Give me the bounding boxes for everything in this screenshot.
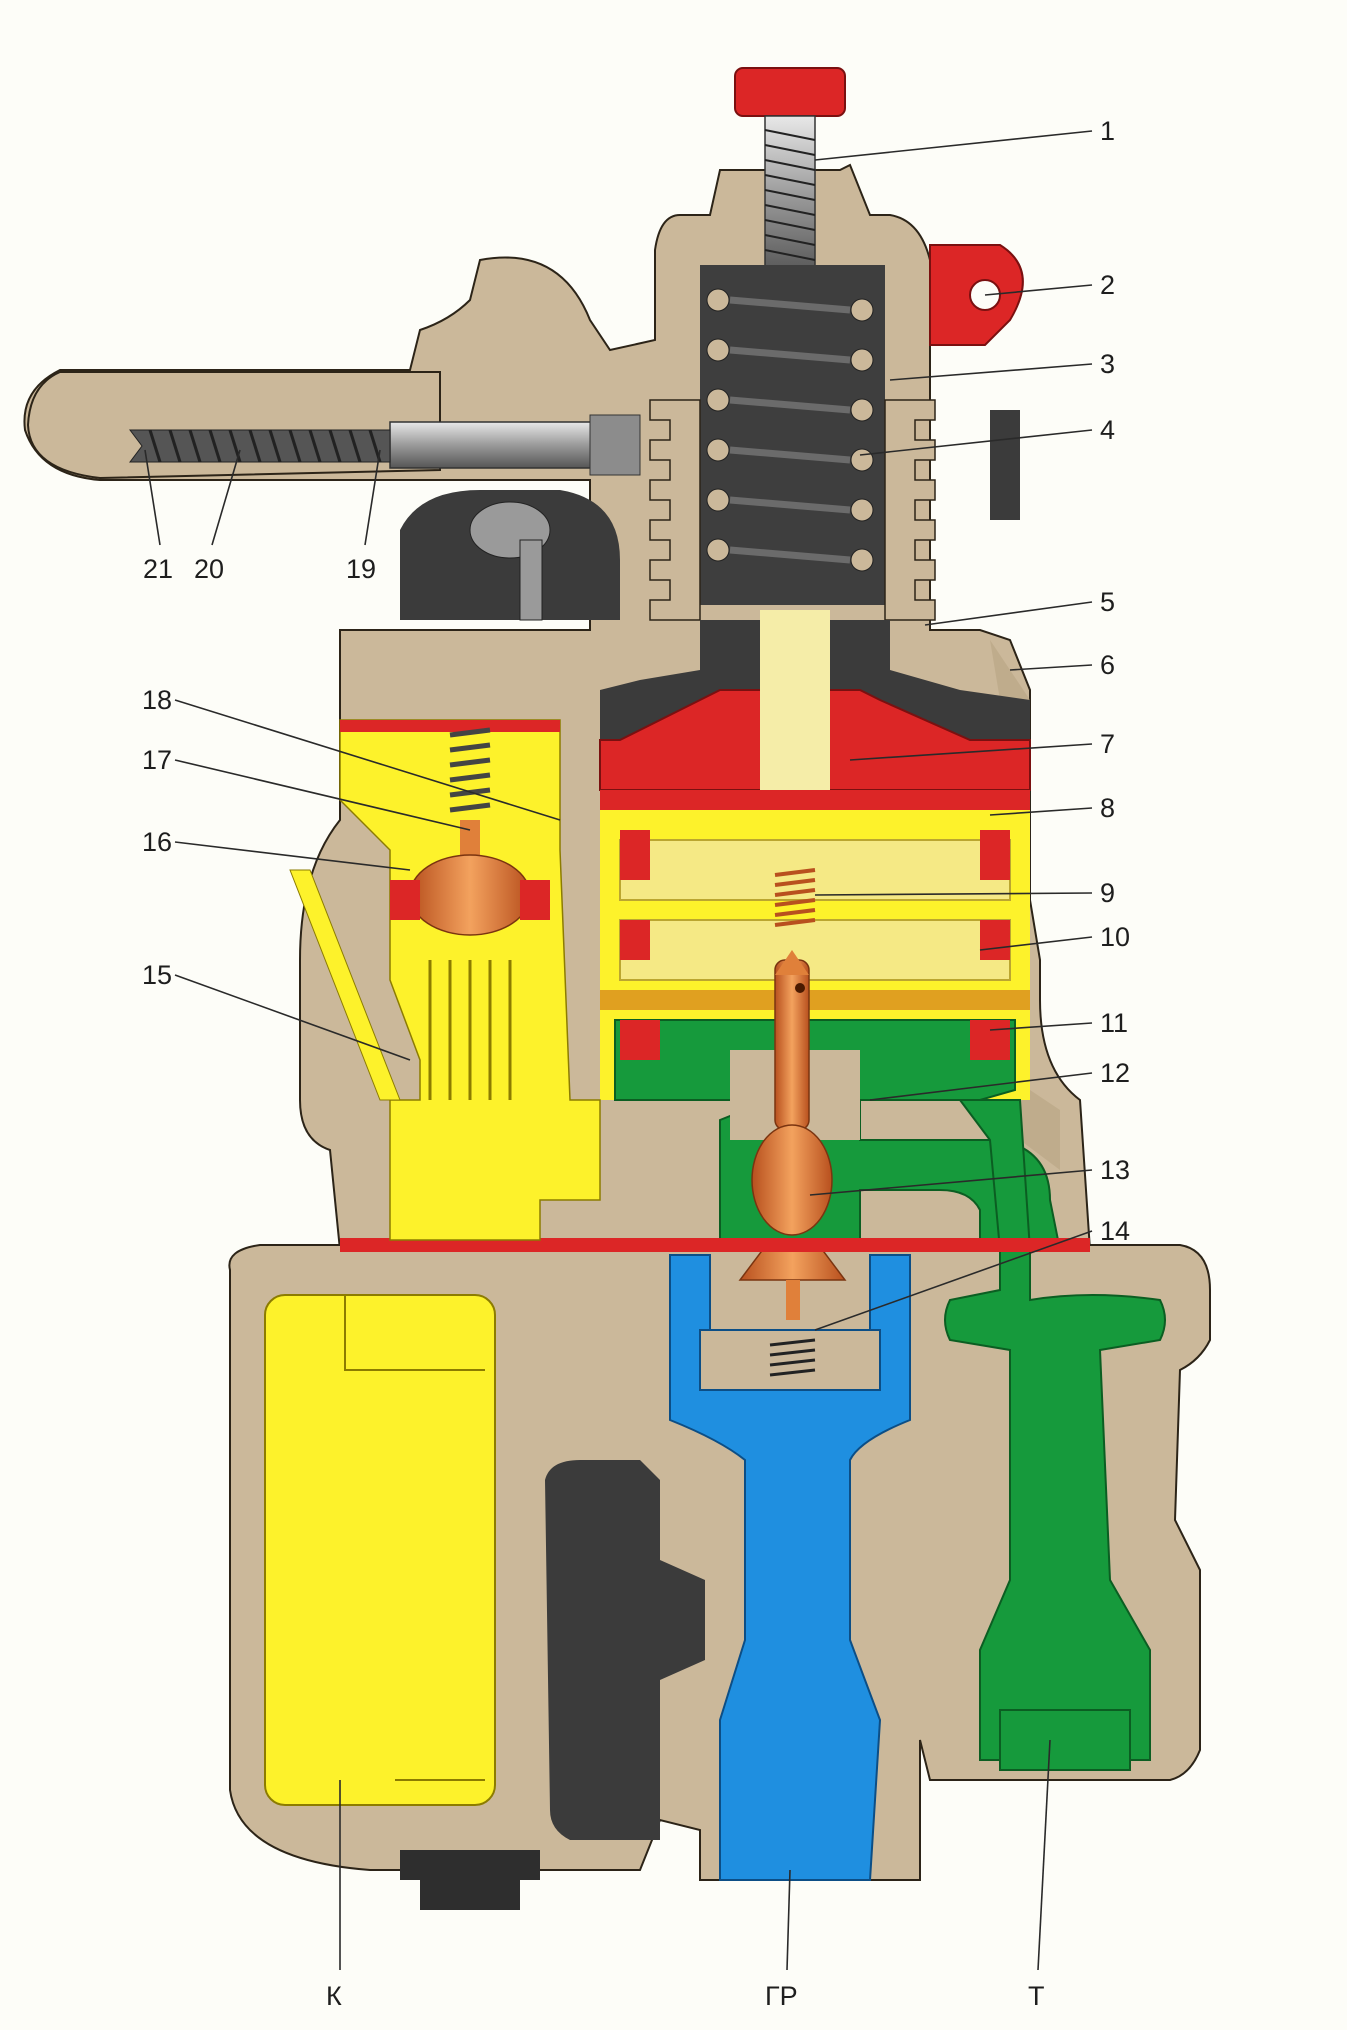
mounting-eye: [929, 244, 1024, 346]
left-valve-section: [289, 719, 601, 1241]
callout-18: 18: [142, 685, 172, 715]
callout-1: 1: [1100, 116, 1115, 146]
middle-gasket: [340, 1238, 1030, 1252]
screw-thread: [764, 129, 816, 261]
screw-cap: [734, 67, 846, 117]
callout-16: 16: [142, 827, 172, 857]
center-spring: [774, 868, 816, 927]
seal-left-mid: [620, 920, 650, 960]
callout-7: 7: [1100, 729, 1115, 759]
callout-9: 9: [1100, 878, 1115, 908]
seal-right-low: [970, 1020, 1010, 1060]
callout-17: 17: [142, 745, 172, 775]
upper-piston: [599, 610, 1031, 800]
port-label-gr: ГР: [765, 1981, 798, 2011]
bellows-left: [649, 399, 701, 621]
callout-15: 15: [142, 960, 172, 990]
callout-21: 21: [143, 554, 173, 584]
port-label-k: К: [326, 1981, 342, 2011]
callout-5: 5: [1100, 587, 1115, 617]
callout-3: 3: [1100, 349, 1115, 379]
seal-left-low: [620, 1020, 660, 1060]
callout-19: 19: [346, 554, 376, 584]
seal-right-upper: [980, 830, 1010, 880]
lever-assembly: [129, 414, 641, 621]
lower-green-channel: [614, 1019, 1062, 1251]
diagonal-duct: [289, 869, 401, 1101]
port-label-t: Т: [1028, 1981, 1045, 2011]
piston-stem: [760, 610, 830, 800]
adjusting-screw: [734, 67, 846, 298]
bellows-right: [884, 399, 936, 621]
callout-10: 10: [1100, 922, 1130, 952]
reservoir-k: [264, 1294, 496, 1806]
callout-11: 11: [1100, 1008, 1128, 1038]
lower-spring: [769, 1338, 816, 1377]
dark-bracket: [400, 1460, 705, 1910]
callout-leaders: [144, 130, 1093, 1971]
side-pipe-t: [944, 1099, 1166, 1771]
callout-4: 4: [1100, 415, 1115, 445]
seal-left-upper: [620, 830, 650, 880]
seal-right-mid: [980, 920, 1010, 960]
callout-12: 12: [1100, 1058, 1130, 1088]
side-bracket: [990, 410, 1020, 520]
lever-rod: [389, 421, 601, 469]
callout-6: 6: [1100, 650, 1115, 680]
callout-2: 2: [1100, 270, 1115, 300]
main-spring: [706, 288, 874, 572]
callout-labels: 1 2 3 4 5 6 7 8 9 10 11 12 13 14 15 16 1…: [142, 116, 1130, 2011]
callout-14: 14: [1100, 1216, 1130, 1246]
callout-13: 13: [1100, 1155, 1130, 1185]
left-piston: [409, 854, 531, 936]
callout-20: 20: [194, 554, 224, 584]
blue-channel-gr: [669, 1254, 911, 1881]
callout-8: 8: [1100, 793, 1115, 823]
